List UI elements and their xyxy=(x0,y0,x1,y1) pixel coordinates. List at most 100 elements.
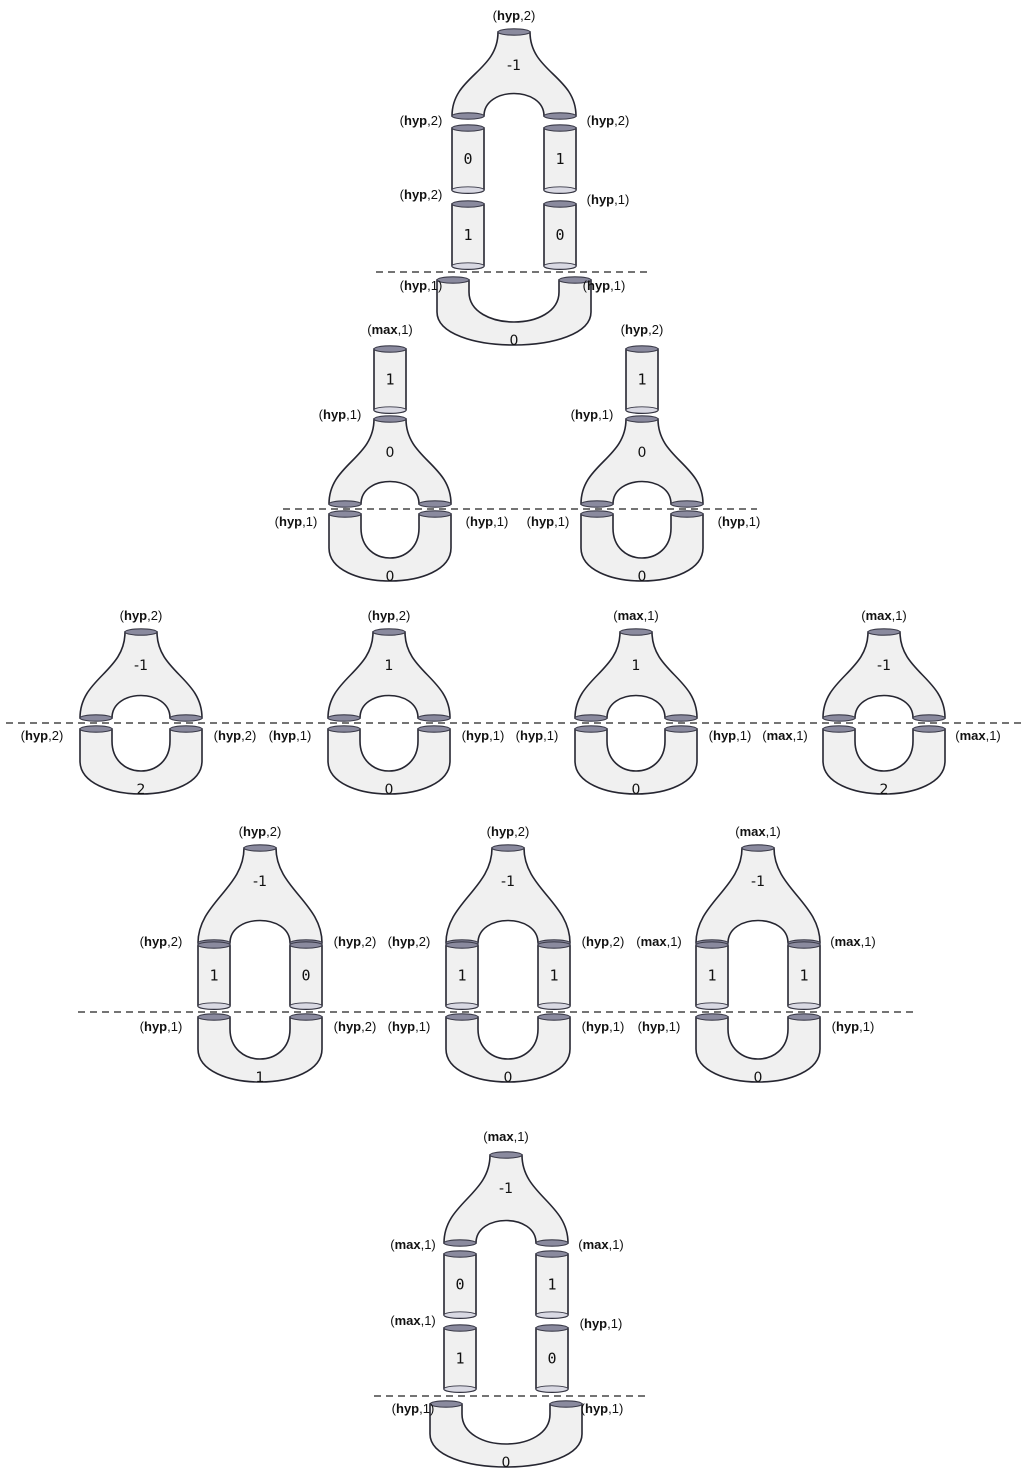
pants-top-rim xyxy=(373,415,407,423)
cylinder-top-rim xyxy=(543,124,577,132)
pants-surface xyxy=(328,418,452,505)
pants-value: -1 xyxy=(507,58,521,74)
pants-surface xyxy=(822,631,946,719)
label-cup-right: (hyp,2) xyxy=(334,1019,377,1034)
pants: -1 xyxy=(822,628,946,722)
pants: -1 xyxy=(695,844,821,947)
cylinder-value: 1 xyxy=(549,967,558,985)
label-low-right: (hyp,1) xyxy=(580,1316,623,1331)
cup-surface xyxy=(695,1016,821,1083)
label-cup-right: (hyp,2) xyxy=(214,728,257,743)
pants: 0 xyxy=(328,415,452,508)
cup: 0 xyxy=(574,725,698,798)
cup-right-rim xyxy=(549,1400,583,1408)
cylinder-top-rim xyxy=(373,345,407,353)
cup-surface xyxy=(822,728,946,795)
label-top: (hyp,2) xyxy=(368,608,411,623)
pants-surface xyxy=(327,631,451,719)
cup-left-rim xyxy=(574,725,608,733)
cylinder-value: 1 xyxy=(457,967,466,985)
cup-value: 0 xyxy=(502,1455,511,1471)
cylinder-value: 0 xyxy=(547,1350,556,1368)
cylinder-right-upper: 1 xyxy=(543,124,577,194)
label-mid-left: (hyp,2) xyxy=(388,934,431,949)
pants-surface xyxy=(197,847,323,944)
label-cup-right: (hyp,1) xyxy=(581,1401,624,1416)
cup-value: 2 xyxy=(137,782,146,798)
cylinder-right: 1 xyxy=(787,941,821,1010)
cylinder-value: 1 xyxy=(209,967,218,985)
label-cup-left: (hyp,1) xyxy=(140,1019,183,1034)
label-top: (max,1) xyxy=(367,322,413,337)
pants-right-rim xyxy=(543,112,577,120)
label-cup-right: (hyp,1) xyxy=(709,728,752,743)
pants-value: 1 xyxy=(385,658,394,674)
cup: 0 xyxy=(580,510,704,585)
cylinder-top-rim xyxy=(445,941,479,949)
cylinder-top-rim xyxy=(543,200,577,208)
label-cup-left: (hyp,1) xyxy=(516,728,559,743)
label-mid-right: (max,1) xyxy=(578,1237,624,1252)
cylinder-top-rim xyxy=(537,941,571,949)
label-cup-left: (hyp,1) xyxy=(400,278,443,293)
cylinder-bottom-rim xyxy=(451,262,485,270)
cup-left-rim xyxy=(197,1013,231,1021)
cup-value: 0 xyxy=(638,569,647,585)
cup: 2 xyxy=(79,725,203,798)
cup-value: 1 xyxy=(256,1070,265,1086)
label-pants-top: (hyp,1) xyxy=(319,407,362,422)
cup-left-rim xyxy=(580,510,614,518)
pants: 0 xyxy=(580,415,704,508)
pants-right-rim xyxy=(664,714,698,722)
pants-value: -1 xyxy=(751,874,765,890)
cylinder-bottom-rim xyxy=(535,1385,569,1393)
cylinder-bottom-rim xyxy=(695,1002,729,1010)
label-mid-left: (hyp,2) xyxy=(400,113,443,128)
cylinder-bottom-rim xyxy=(445,1002,479,1010)
cylinder-left-lower: 1 xyxy=(443,1324,477,1393)
pants-surface xyxy=(574,631,698,719)
cylinder-top-rim xyxy=(451,200,485,208)
pants-left-rim xyxy=(328,500,362,508)
pants-right-rim xyxy=(670,500,704,508)
cup: 2 xyxy=(822,725,946,798)
label-top: (max,1) xyxy=(483,1129,529,1144)
cylinder-value: 1 xyxy=(455,1350,464,1368)
cup-surface xyxy=(574,728,698,795)
cylinder-bottom-rim xyxy=(543,186,577,194)
cup-value: 0 xyxy=(632,782,641,798)
cylinder-bottom-rim xyxy=(535,1311,569,1319)
cup-left-rim xyxy=(695,1013,729,1021)
cylinder-top-rim xyxy=(451,124,485,132)
pants-left-rim xyxy=(580,500,614,508)
pants-value: 0 xyxy=(638,445,647,461)
cup-surface xyxy=(580,513,704,582)
cup-right-rim xyxy=(289,1013,323,1021)
cylinder-top-rim xyxy=(535,1324,569,1332)
cup: 0 xyxy=(327,725,451,798)
label-cup-right: (hyp,1) xyxy=(466,514,509,529)
cup-bottom: 0 xyxy=(436,276,592,349)
pants-right-rim xyxy=(535,1239,569,1247)
cylinder-bottom-rim xyxy=(451,186,485,194)
cup-surface xyxy=(328,513,452,582)
cylinder-bottom-rim xyxy=(543,262,577,270)
diagram-7: (max,1)-12(max,1)(max,1) xyxy=(762,608,1001,798)
cylinder-value: 0 xyxy=(455,1276,464,1294)
label-cup-left: (max,1) xyxy=(762,728,808,743)
label-cup-left: (hyp,1) xyxy=(638,1019,681,1034)
label-cup-left: (hyp,2) xyxy=(21,728,64,743)
pants-top-rim xyxy=(867,628,901,636)
label-mid-right: (hyp,2) xyxy=(587,113,630,128)
cylinder-right-lower: 0 xyxy=(543,200,577,270)
pants-value: -1 xyxy=(877,658,891,674)
label-low-left: (max,1) xyxy=(390,1313,436,1328)
pants-left-rim xyxy=(443,1239,477,1247)
cup-left-rim xyxy=(822,725,856,733)
cup-right-rim xyxy=(537,1013,571,1021)
label-cup-left: (hyp,1) xyxy=(269,728,312,743)
cup-right-rim xyxy=(664,725,698,733)
cylinder-bottom-rim xyxy=(197,1002,231,1010)
